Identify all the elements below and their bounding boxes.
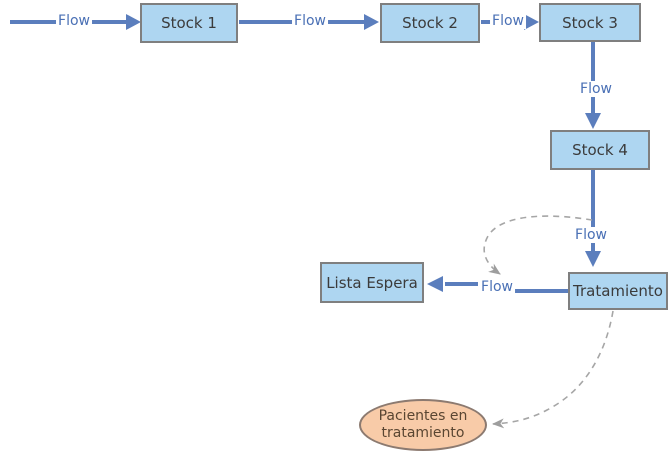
node-stock-2[interactable]: Stock 2: [380, 3, 480, 43]
node-tratamiento[interactable]: Tratamiento: [568, 272, 668, 310]
node-stock-3[interactable]: Stock 3: [539, 3, 641, 42]
node-stock-1[interactable]: Stock 1: [140, 3, 238, 43]
flow-arrowhead-stock1: [126, 14, 141, 30]
node-stock-4-label: Stock 4: [572, 141, 628, 159]
node-lista-espera-label: Lista Espera: [326, 273, 418, 292]
flow-arrowhead-tratamiento: [585, 251, 601, 267]
link-tratamiento-to-pacientes[interactable]: [492, 310, 614, 429]
flow-label-in-stock1[interactable]: Flow: [56, 13, 92, 29]
node-pacientes-en-tratamiento[interactable]: Pacientes en tratamiento: [359, 399, 487, 451]
node-stock-2-label: Stock 2: [402, 14, 458, 32]
node-lista-espera[interactable]: Lista Espera: [320, 262, 424, 303]
flow-label-stock1-stock2[interactable]: Flow: [292, 13, 328, 29]
node-tratamiento-label: Tratamiento: [573, 282, 663, 300]
node-pacientes-label: Pacientes en tratamiento: [378, 408, 468, 441]
node-stock-1-label: Stock 1: [161, 14, 217, 32]
link-flow-to-flow[interactable]: [483, 215, 593, 275]
flow-label-stock3-stock4[interactable]: Flow: [578, 81, 614, 97]
flow-label-stock2-stock3[interactable]: Flow: [490, 13, 526, 29]
flow-arrowhead-stock4: [585, 113, 601, 129]
flow-label-stock4-tratamiento[interactable]: Flow: [573, 227, 609, 243]
flow-arrowhead-stock3: [524, 14, 539, 30]
flow-arrowhead-stock2: [364, 14, 379, 30]
node-stock-4[interactable]: Stock 4: [550, 130, 650, 170]
flow-label-tratamiento-lista[interactable]: Flow: [479, 279, 515, 295]
flow-arrowhead-lista-espera: [427, 276, 443, 292]
node-stock-3-label: Stock 3: [562, 13, 618, 32]
